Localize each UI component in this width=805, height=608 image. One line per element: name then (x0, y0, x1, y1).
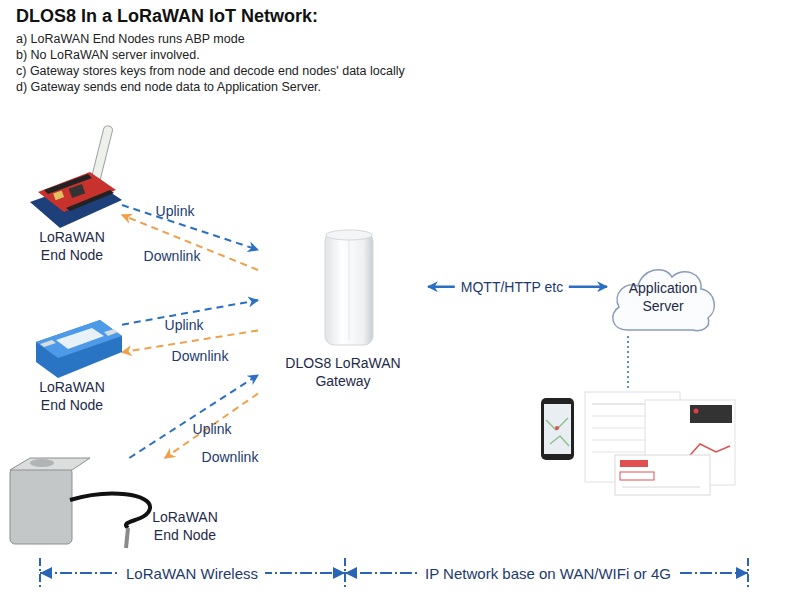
alert-popup (690, 405, 732, 423)
node-label: Application Server (613, 279, 713, 315)
band-label: LoRaWAN Wireless (119, 565, 265, 582)
map-route (546, 418, 569, 446)
diagram-title: DLOS8 In a LoRaWAN IoT Network: (16, 6, 318, 27)
downlink-arrow (122, 215, 258, 270)
edge-label: Uplink (156, 203, 195, 219)
shield-board (38, 172, 116, 212)
edge-label: Downlink (172, 348, 229, 364)
dotted-link (627, 336, 629, 388)
map-pin (555, 426, 559, 430)
cap (30, 459, 54, 467)
uplink-arrow (129, 375, 258, 458)
edge-label: Downlink (144, 248, 201, 264)
band-arrowhead (40, 567, 52, 579)
note-line: b) No LoRaWAN server involved. (16, 47, 200, 63)
server-cloud: Application Server (607, 262, 719, 334)
device-top (36, 320, 122, 358)
terminal (104, 329, 118, 336)
end-node: LoRaWAN End Node (5, 458, 227, 550)
end-node: LoRaWAN End Node (22, 312, 122, 418)
band-tick (39, 558, 41, 590)
node-label: DLOS8 LoRaWAN Gateway (278, 354, 408, 390)
pin-header (44, 174, 92, 194)
phone-screen (544, 404, 571, 454)
device-body (36, 320, 122, 378)
edge-label: Downlink (202, 449, 259, 465)
alert-badge (620, 460, 648, 467)
downlink-arrow (165, 393, 258, 458)
node-label: LoRaWAN End Node (32, 228, 112, 264)
edge-label: Uplink (193, 421, 232, 437)
node-label: LoRaWAN End Node (145, 508, 225, 544)
gateway-cap (326, 230, 372, 240)
band-arrowhead (736, 567, 748, 579)
chip (69, 184, 86, 198)
cloud-outline (613, 270, 715, 331)
cable (70, 494, 150, 528)
gateway-seam (349, 240, 350, 340)
band-tick (344, 558, 346, 590)
alert-card (615, 455, 710, 495)
note-line: c) Gateway stores keys from node and dec… (16, 63, 405, 79)
node-label: LoRaWAN End Node (32, 378, 112, 414)
device-label (56, 328, 104, 349)
terminal (40, 340, 56, 347)
card-line (622, 487, 700, 488)
band-label: IP Network base on WAN/WIFi or 4G (418, 565, 678, 582)
probe (126, 528, 128, 548)
band-arrowhead (345, 567, 357, 579)
edge-label: MQTT/HTTP etc (455, 279, 569, 295)
phone (541, 398, 574, 460)
alert-dot (694, 409, 699, 414)
note-line: a) LoRaWAN End Nodes runs ABP mode (16, 31, 245, 47)
gateway-node: DLOS8 LoRaWAN Gateway (258, 228, 428, 396)
enclosure (10, 468, 72, 544)
chip (53, 190, 64, 200)
note-line: d) Gateway sends end node data to Applic… (16, 79, 321, 95)
alert-box (620, 472, 654, 480)
end-node: LoRaWAN End Node (22, 160, 122, 260)
gateway-body (325, 232, 373, 345)
enclosure-top (10, 458, 90, 470)
band-tick (747, 558, 749, 590)
band-arrowhead (333, 567, 345, 579)
edge-label: Uplink (165, 317, 204, 333)
